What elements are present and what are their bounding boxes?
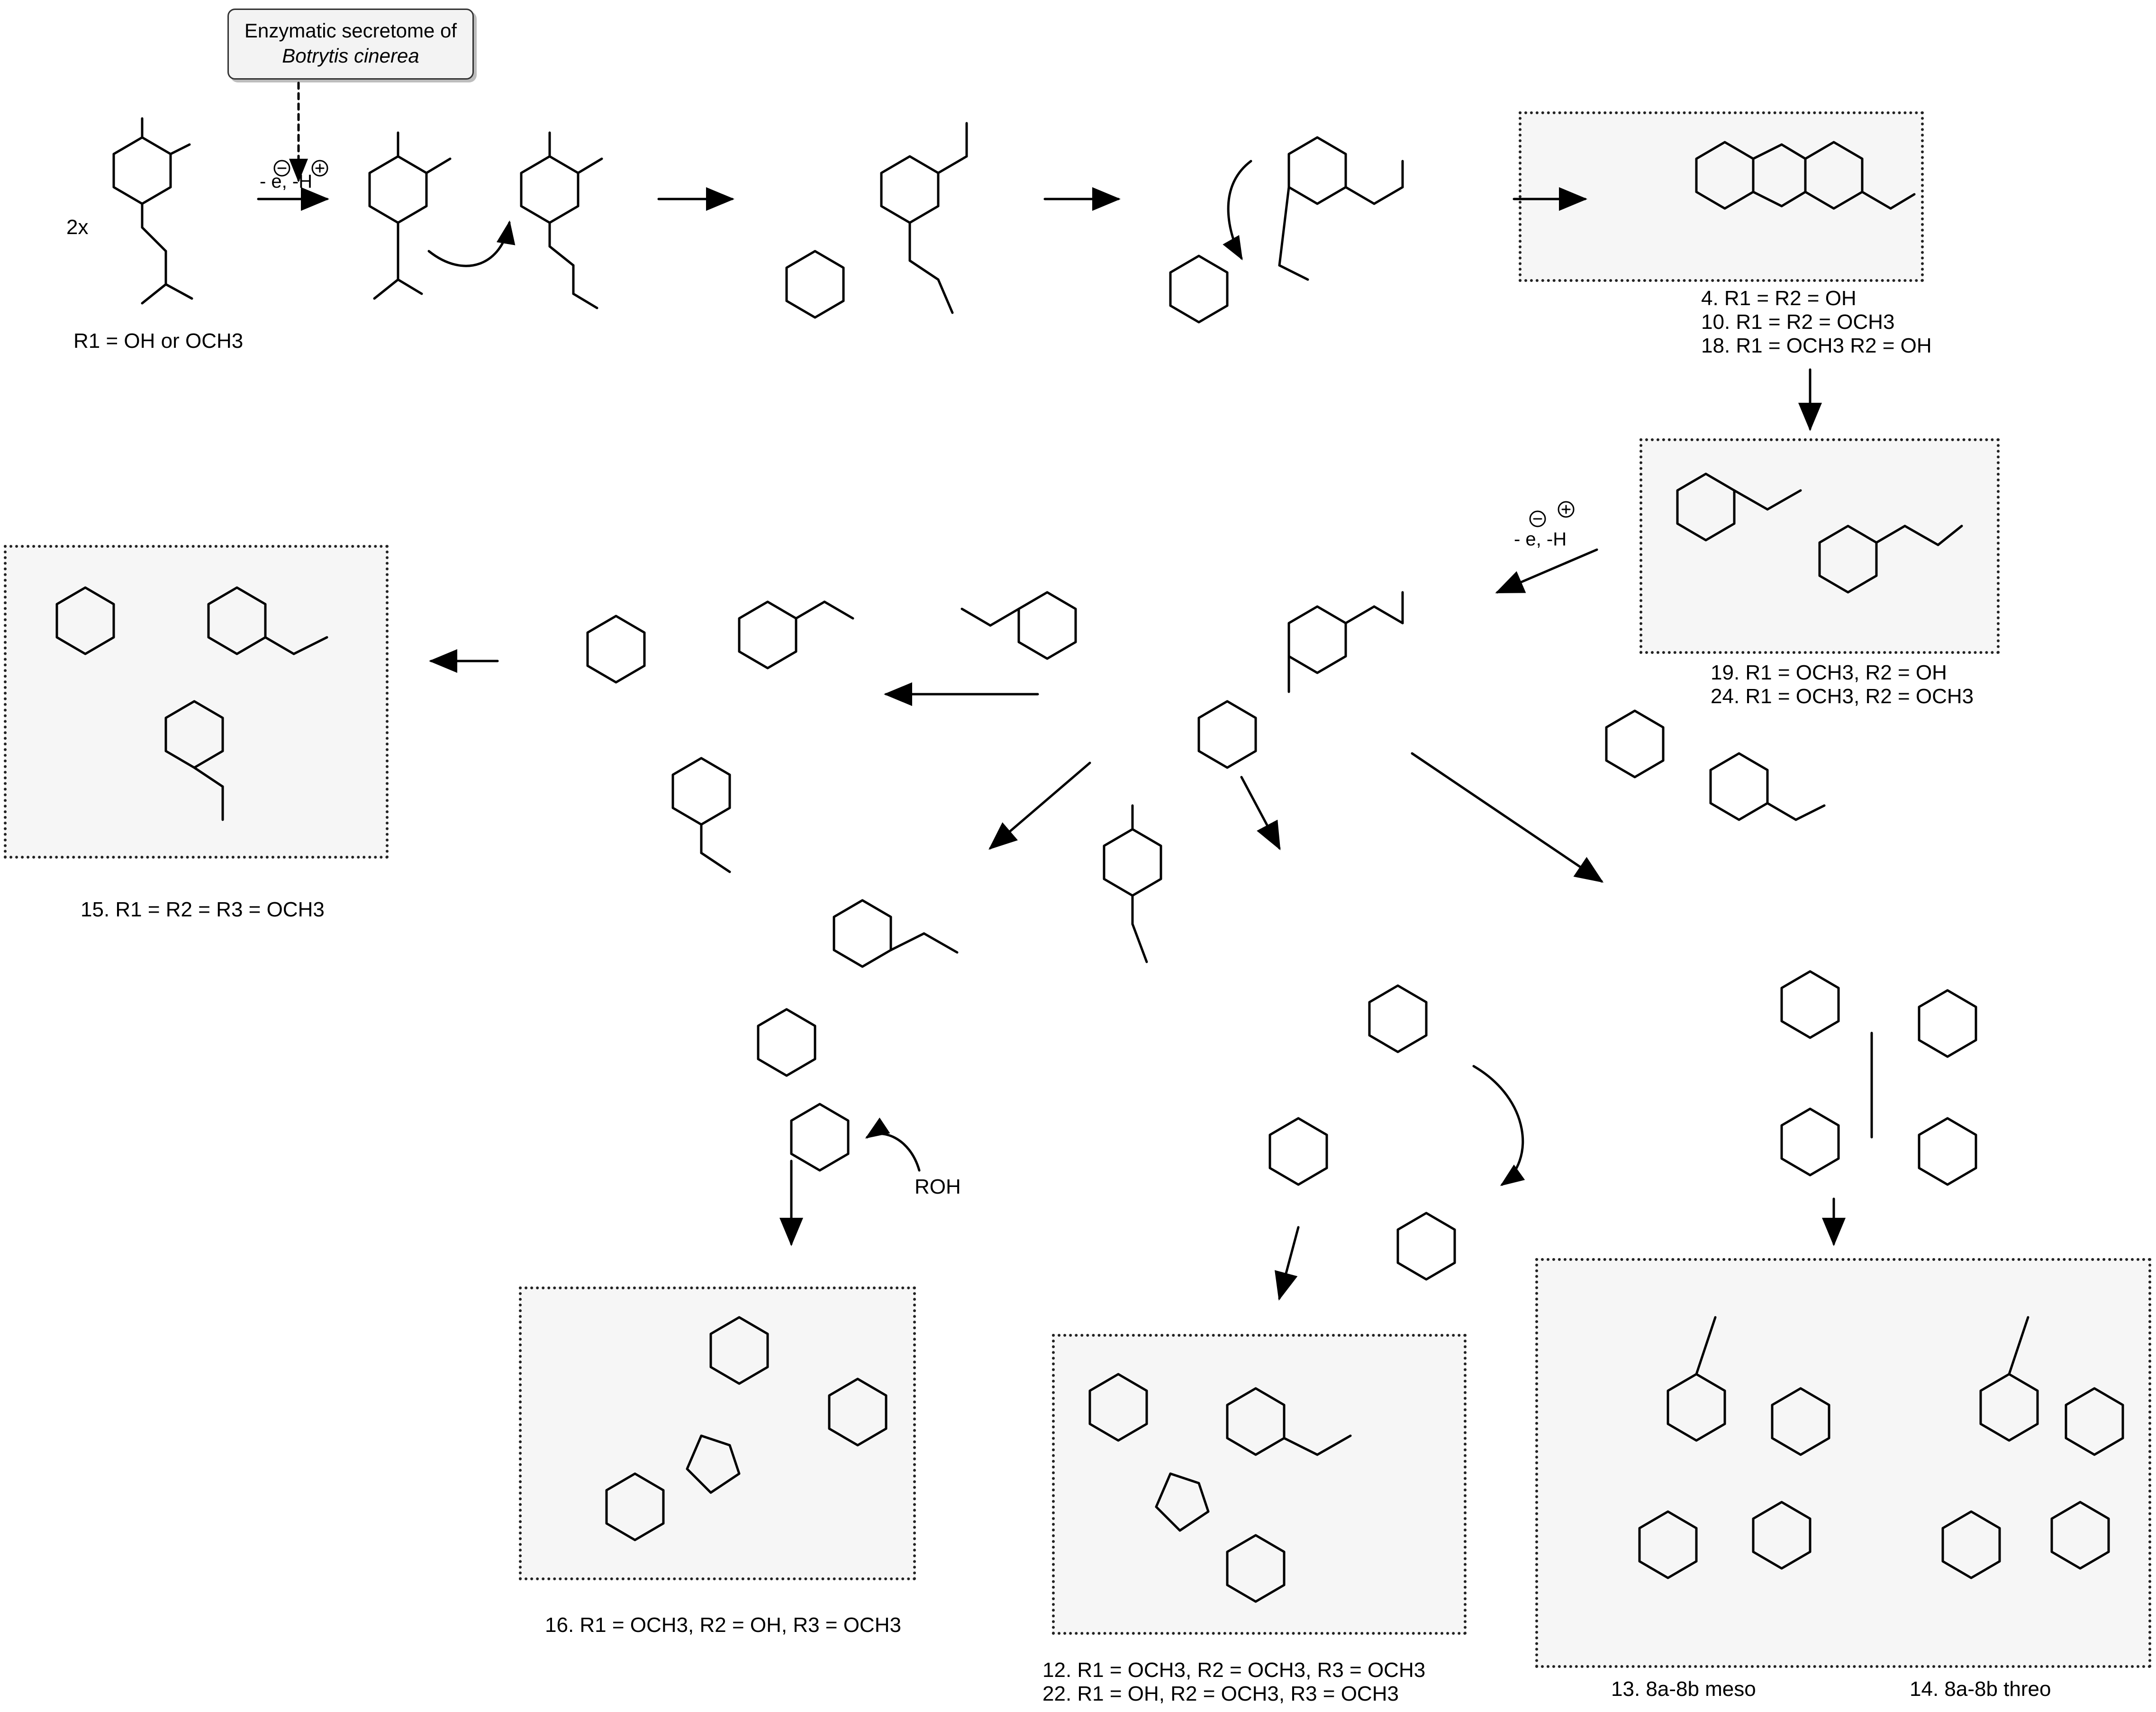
starting-phenol bbox=[112, 117, 193, 305]
arrow-to-8-8-intermediate bbox=[988, 761, 1091, 850]
product-label-19: 19. R1 = OCH3, R2 = OH bbox=[1711, 661, 1947, 684]
enzyme-source-line1: Enzymatic secretome of bbox=[244, 19, 457, 42]
8-8-intermediate-left bbox=[757, 899, 959, 1172]
roh-reagent-label: ROH bbox=[915, 1175, 961, 1198]
coupled-intermediate-1 bbox=[785, 122, 968, 319]
product-label-24: 24. R1 = OCH3, R2 = OCH3 bbox=[1711, 685, 1974, 708]
8-8-dimer-quinone bbox=[1780, 970, 1977, 1186]
oxidation-step-label-2: - e, -H bbox=[1514, 529, 1567, 550]
oxidation-step-label-1: - e, -H bbox=[260, 171, 313, 192]
product-label-15: 15. R1 = R2 = R3 = OCH3 bbox=[81, 898, 325, 921]
arrow-oxidation-2 bbox=[1495, 548, 1598, 594]
product-box-fg bbox=[1535, 1258, 2151, 1668]
product-12-22-structure bbox=[1088, 1373, 1352, 1603]
rearomatization-intermediate bbox=[1169, 136, 1404, 324]
central-radical bbox=[1197, 591, 1404, 769]
product-box-e bbox=[1052, 1334, 1467, 1635]
product-box-d bbox=[519, 1286, 916, 1580]
product-13-structure bbox=[1638, 1316, 1830, 1579]
product-label-22: 22. R1 = OH, R2 = OCH3, R3 = OCH3 bbox=[1042, 1682, 1399, 1705]
minus-charge-icon bbox=[273, 160, 290, 177]
dihydrobenzofuran-product bbox=[1695, 141, 1916, 210]
product-14-structure bbox=[1941, 1316, 2124, 1579]
product-label-12: 12. R1 = OCH3, R2 = OCH3, R3 = OCH3 bbox=[1042, 1658, 1426, 1682]
product-label-13: 13. 8a-8b meso bbox=[1611, 1677, 1756, 1701]
plus-charge-icon bbox=[311, 160, 328, 177]
arrow-to-8-8-dimer bbox=[1411, 752, 1604, 883]
multiplier-label: 2x bbox=[66, 216, 89, 239]
arrow-to-12-22 bbox=[1275, 1226, 1300, 1301]
quinone-methide-radical-a bbox=[368, 131, 452, 300]
product-label-16: 16. R1 = OCH3, R2 = OH, R3 = OCH3 bbox=[545, 1613, 901, 1637]
stilbene-product bbox=[1676, 472, 1963, 594]
8-O-4-intermediate bbox=[586, 600, 854, 873]
product-label-14: 14. 8a-8b threo bbox=[1910, 1677, 2051, 1701]
8-8-intermediate-middle bbox=[1268, 984, 1525, 1281]
product-16-structure bbox=[605, 1316, 888, 1541]
start-condition-label: R1 = OH or OCH3 bbox=[73, 329, 244, 353]
enzyme-source-line2: Botrytis cinerea bbox=[282, 44, 419, 67]
quinone-methide-radical-b bbox=[520, 131, 603, 309]
product-label-18: 18. R1 = OCH3 R2 = OH bbox=[1701, 334, 1932, 357]
quinone-methide-reagent bbox=[1103, 804, 1162, 963]
product-label-4: 4. R1 = R2 = OH bbox=[1701, 287, 1857, 310]
product-label-10: 10. R1 = R2 = OCH3 bbox=[1701, 310, 1895, 334]
radical-coupling-arrow bbox=[427, 220, 516, 267]
8-8-dimer-radical bbox=[1605, 709, 1826, 821]
product-15-structure bbox=[55, 586, 328, 821]
arrow-to-8-8-alt bbox=[1240, 776, 1281, 851]
phenoxy-radical-reagent bbox=[960, 591, 1077, 660]
enzyme-source-box: Enzymatic secretome of Botrytis cinerea bbox=[227, 9, 474, 80]
